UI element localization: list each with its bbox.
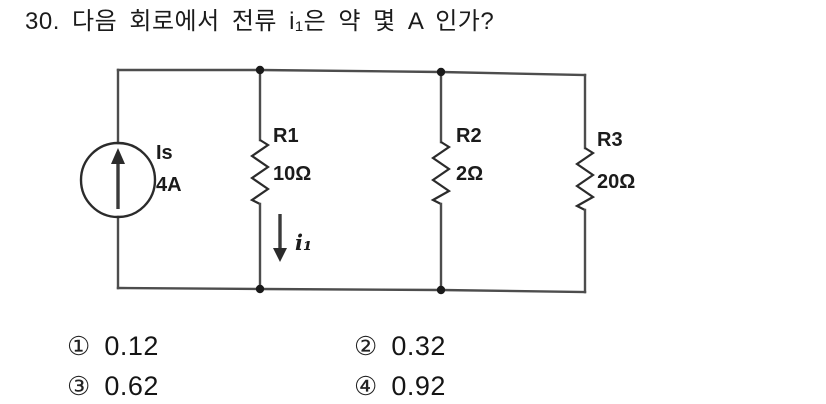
r3-value-label: 20Ω	[597, 171, 635, 193]
question-text: 30. 다음 회로에서 전류 i₁은 약 몇 A 인가?	[25, 8, 495, 35]
node-dot-bottom-r1	[255, 284, 265, 294]
option-1-marker: ①	[67, 331, 91, 361]
current-source-arrow-head	[111, 148, 125, 164]
question-title: 30. 다음 회로에서 전류 i₁은 약 몇 A 인가?	[25, 8, 494, 36]
r1-name-label: R1	[273, 125, 299, 147]
option-1-value: 0.12	[104, 331, 159, 361]
top-wire	[116, 68, 587, 77]
answer-option-1[interactable]: ① 0.12	[67, 331, 159, 362]
answer-option-2[interactable]: ② 0.32	[354, 331, 446, 362]
r3-resistor-zigzag	[574, 147, 596, 211]
option-4-value: 0.92	[391, 371, 446, 401]
source-name-label: Is	[156, 142, 173, 164]
node-dot-top-r2	[436, 67, 446, 77]
i1-current-label: i₁	[295, 230, 312, 255]
r1-value-label: 10Ω	[273, 163, 311, 185]
node-dot-bottom-r2	[436, 285, 446, 295]
current-source-circle	[79, 141, 157, 219]
r2-resistor-zigzag	[430, 141, 452, 205]
option-2-marker: ②	[354, 331, 378, 361]
option-2-value: 0.32	[391, 331, 446, 361]
node-dot-top-r1	[255, 65, 265, 75]
bottom-wire	[116, 286, 587, 294]
option-3-value: 0.62	[104, 371, 159, 401]
i1-arrow-head	[273, 248, 287, 262]
option-3-marker: ③	[67, 371, 91, 401]
r2-value-label: 2Ω	[456, 163, 483, 185]
answer-option-4[interactable]: ④ 0.92	[354, 371, 446, 402]
r2-name-label: R2	[456, 125, 482, 147]
option-4-marker: ④	[354, 371, 378, 401]
source-value-label: 4A	[156, 174, 182, 196]
r1-resistor-zigzag	[249, 139, 271, 205]
r3-name-label: R3	[597, 129, 623, 151]
answer-option-3[interactable]: ③ 0.62	[67, 371, 159, 402]
